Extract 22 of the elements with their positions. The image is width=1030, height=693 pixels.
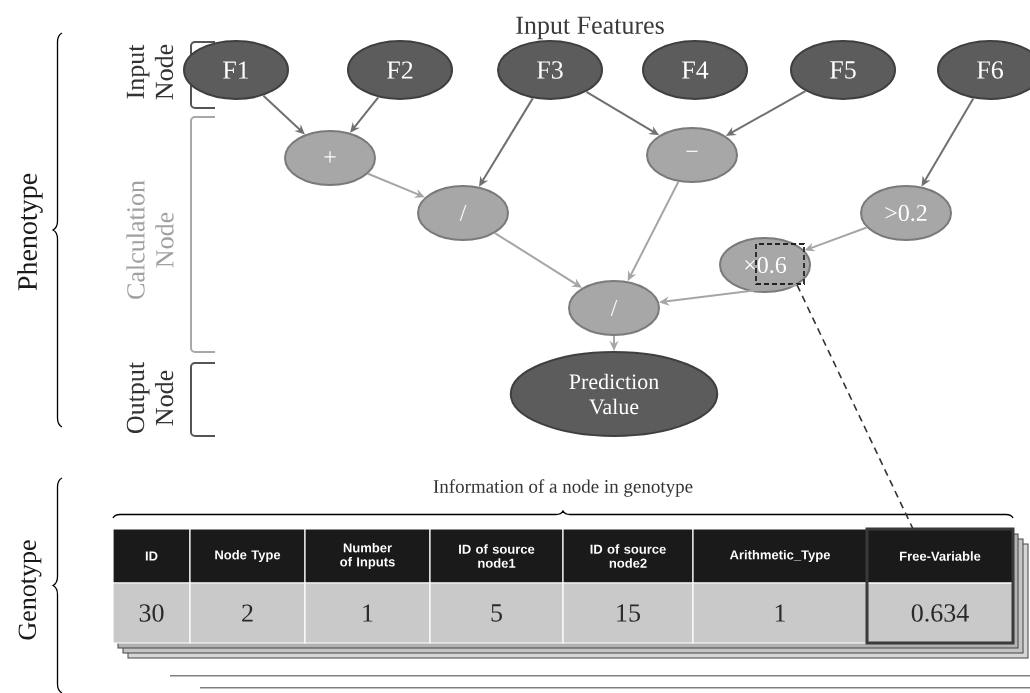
value-cell: 5 (429, 582, 564, 644)
highlighted-table-column: Free-Variable 0.634 (865, 527, 1015, 645)
header-cell: Arithmetic_Type (692, 528, 868, 584)
side-label: Genotype (18, 540, 42, 640)
value-cell: 1 (692, 582, 868, 644)
header-cell: ID of source node2 (562, 528, 694, 584)
arrow (494, 232, 582, 288)
header-cell: ID of source node1 (429, 528, 564, 584)
heading: Input Features (516, 16, 664, 40)
header-cell: Node Type (189, 528, 306, 584)
leader-line (796, 284, 914, 530)
side-label: Phenotype (17, 173, 43, 291)
level-label: Output Node (126, 362, 174, 434)
value-cell: 1 (304, 582, 431, 644)
heading: Information of a node in genotype (433, 479, 693, 497)
header-cell: Number of Inputs (304, 528, 431, 584)
value-cell: 15 (562, 582, 694, 644)
value-cell: 30 (112, 582, 191, 644)
value-cell: 2 (189, 582, 306, 644)
level-label: Calculation Node (126, 180, 174, 299)
header-cell: ID (112, 528, 191, 584)
arrow (350, 96, 380, 133)
